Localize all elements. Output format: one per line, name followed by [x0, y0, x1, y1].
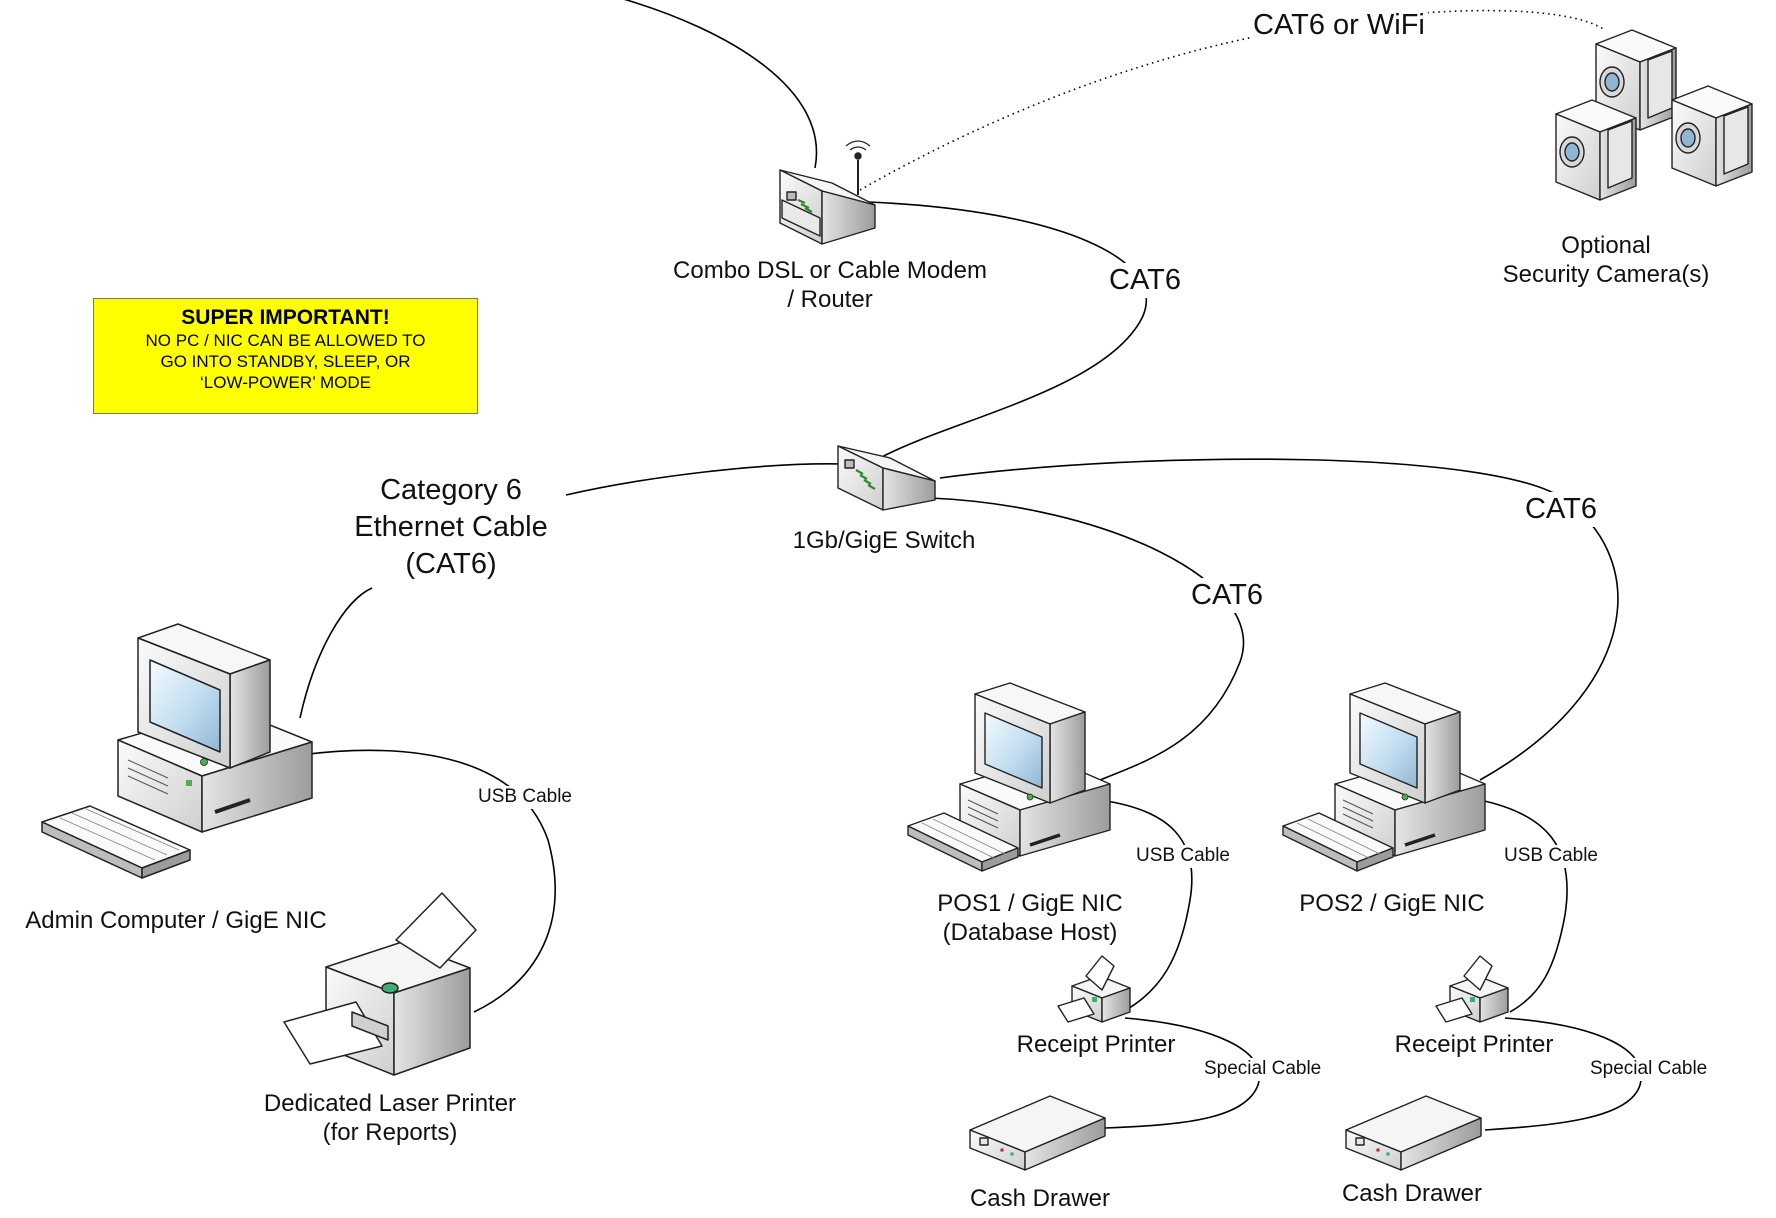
admin-computer-label: Admin Computer / GigE NIC [25, 907, 327, 934]
admin-computer-icon [41, 623, 313, 879]
router-icon [779, 140, 876, 245]
laser-printer-icon [283, 892, 477, 1076]
pos2-computer-icon [1282, 682, 1486, 872]
pos1-label: POS1 / GigE NIC (Database Host) [937, 890, 1123, 946]
special-cable-2 [1484, 1017, 1643, 1131]
admin-usb-cable [299, 749, 556, 1013]
cash-drawer-icon-1 [969, 1095, 1106, 1171]
security-camera-icon [1555, 29, 1753, 201]
router-switch-cable-label: CAT6 [1106, 263, 1184, 298]
cameras-label: Optional Security Camera(s) [1502, 232, 1710, 288]
important-note: SUPER IMPORTANT! NO PC / NIC CAN BE ALLO… [93, 298, 478, 414]
receipt-printer-label-2: Receipt Printer [1394, 1031, 1554, 1058]
laser-printer-label: Dedicated Laser Printer (for Reports) [263, 1090, 517, 1146]
switch-icon [837, 445, 936, 511]
admin-switch-cable-upper [565, 463, 845, 496]
receipt-printer-icon-2 [1435, 955, 1509, 1023]
pos2-usb-cable [1479, 799, 1568, 1013]
note-body: NO PC / NIC CAN BE ALLOWED TO GO INTO ST… [145, 331, 426, 392]
note-heading: SUPER IMPORTANT! [181, 306, 390, 329]
special-cable-label-1: Special Cable [1202, 1058, 1324, 1081]
camera-link-cable [859, 9, 1606, 191]
admin-usb-cable-label: USB Cable [476, 786, 574, 809]
cash-drawer-icon-2 [1345, 1095, 1482, 1171]
cash-drawer-label-1: Cash Drawer [969, 1185, 1111, 1212]
router-switch-cable [867, 201, 1148, 459]
receipt-printer-icon-1 [1057, 955, 1131, 1023]
switch-label: 1Gb/GigE Switch [792, 527, 976, 554]
pos2-label: POS2 / GigE NIC [1299, 890, 1485, 917]
pos1-computer-icon [907, 682, 1111, 872]
pos2-switch-cable [939, 458, 1619, 781]
receipt-printer-label-1: Receipt Printer [1016, 1031, 1176, 1058]
admin-switch-cable-label: Category 6 Ethernet Cable (CAT6) [354, 474, 548, 580]
admin-switch-cable [299, 587, 373, 719]
pos2-switch-cable-label: CAT6 [1522, 492, 1600, 527]
camera-link-label: CAT6 or WiFi [1250, 8, 1428, 43]
cash-drawer-label-2: Cash Drawer [1341, 1180, 1483, 1207]
pos1-switch-cable [929, 497, 1245, 781]
pos1-usb-cable-label: USB Cable [1134, 845, 1232, 868]
internet-uplink-cable [623, 0, 818, 169]
pos1-switch-cable-label: CAT6 [1188, 578, 1266, 613]
special-cable-label-2: Special Cable [1588, 1058, 1710, 1081]
special-cable-1 [1104, 1017, 1261, 1129]
pos2-usb-cable-label: USB Cable [1502, 845, 1600, 868]
router-label: Combo DSL or Cable Modem / Router [673, 257, 987, 313]
pos1-usb-cable [1099, 799, 1193, 1011]
